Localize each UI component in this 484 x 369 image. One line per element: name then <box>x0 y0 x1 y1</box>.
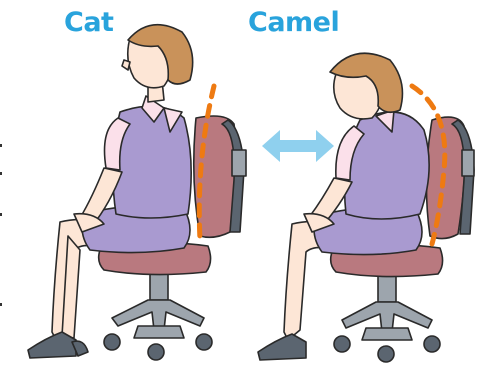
edge-mark <box>0 303 2 306</box>
edge-mark <box>0 213 2 216</box>
edge-mark <box>0 172 2 175</box>
edge-mark <box>0 144 2 147</box>
double-headed-arrow-icon <box>262 130 334 162</box>
